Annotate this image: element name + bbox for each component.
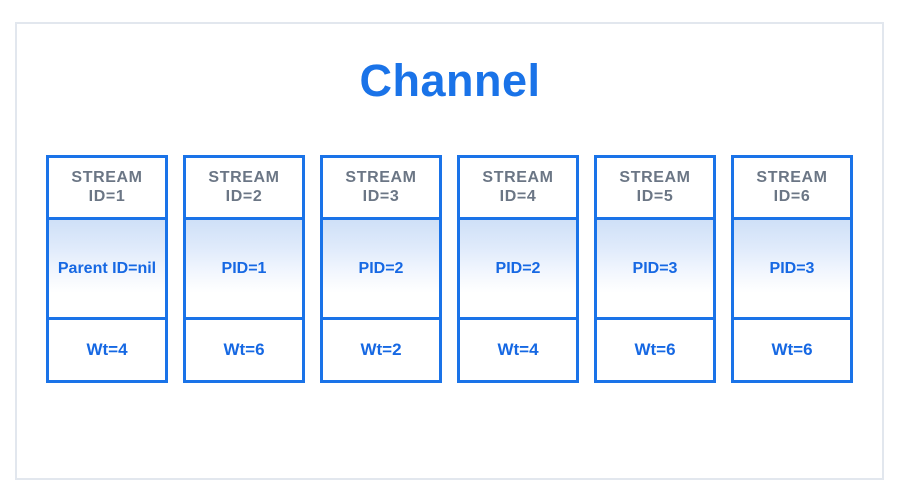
stream-weight-3: Wt=2 (323, 320, 439, 380)
stream-weight-5: Wt=6 (597, 320, 713, 380)
stream-weight-6: Wt=6 (734, 320, 850, 380)
stream-box-6: STREAM ID=6 PID=3 Wt=6 (731, 155, 853, 383)
stream-header-label: STREAM (71, 168, 143, 186)
stream-parent-1: Parent ID=nil (49, 220, 165, 320)
stream-header-5: STREAM ID=5 (597, 158, 713, 220)
stream-header-id: ID=4 (499, 187, 537, 205)
stream-header-label: STREAM (756, 168, 828, 186)
stream-weight-2: Wt=6 (186, 320, 302, 380)
stream-header-id: ID=6 (773, 187, 811, 205)
stream-box-4: STREAM ID=4 PID=2 Wt=4 (457, 155, 579, 383)
stream-header-label: STREAM (619, 168, 691, 186)
stream-weight-4: Wt=4 (460, 320, 576, 380)
stream-box-3: STREAM ID=3 PID=2 Wt=2 (320, 155, 442, 383)
stream-box-2: STREAM ID=2 PID=1 Wt=6 (183, 155, 305, 383)
stream-header-id: ID=5 (636, 187, 674, 205)
stream-header-id: ID=1 (88, 187, 126, 205)
stream-parent-5: PID=3 (597, 220, 713, 320)
stream-parent-6: PID=3 (734, 220, 850, 320)
stream-header-6: STREAM ID=6 (734, 158, 850, 220)
stream-weight-1: Wt=4 (49, 320, 165, 380)
stream-box-5: STREAM ID=5 PID=3 Wt=6 (594, 155, 716, 383)
stream-header-label: STREAM (482, 168, 554, 186)
stream-header-3: STREAM ID=3 (323, 158, 439, 220)
stream-header-2: STREAM ID=2 (186, 158, 302, 220)
stream-header-id: ID=3 (362, 187, 400, 205)
stream-box-1: STREAM ID=1 Parent ID=nil Wt=4 (46, 155, 168, 383)
stream-header-label: STREAM (208, 168, 280, 186)
stream-header-id: ID=2 (225, 187, 263, 205)
stream-header-4: STREAM ID=4 (460, 158, 576, 220)
stream-header-1: STREAM ID=1 (49, 158, 165, 220)
stream-header-label: STREAM (345, 168, 417, 186)
page-title: Channel (359, 55, 541, 106)
stream-list: STREAM ID=1 Parent ID=nil Wt=4 STREAM ID… (46, 155, 858, 383)
stream-parent-4: PID=2 (460, 220, 576, 320)
stream-parent-3: PID=2 (323, 220, 439, 320)
stream-parent-2: PID=1 (186, 220, 302, 320)
